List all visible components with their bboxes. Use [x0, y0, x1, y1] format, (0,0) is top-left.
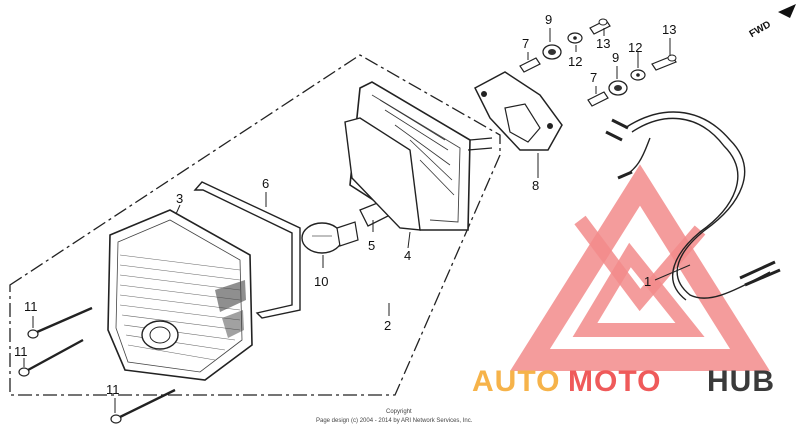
watermark-moto: MOTO: [568, 365, 661, 398]
copyright-line: Page design (c) 2004 - 2014 by ARI Netwo…: [316, 418, 473, 424]
collar-upper: [519, 57, 541, 73]
screw-upper: [27, 306, 93, 339]
watermark-wordmark: AUTO MOTO HUB: [472, 365, 775, 398]
grommet-upper: [542, 44, 562, 60]
screw-middle: [18, 338, 84, 377]
callout-11-lower: 11: [106, 382, 120, 397]
callout-12-lower: 12: [628, 40, 642, 55]
callout-3: 3: [176, 191, 183, 206]
taillight-lens: [107, 209, 253, 381]
watermark-logo: [510, 164, 770, 371]
mounting-bracket: [474, 71, 563, 151]
leader-lines: [23, 28, 691, 413]
grommet-lower: [608, 80, 628, 96]
lens-gasket: [193, 181, 301, 319]
bolt-upper: [589, 18, 611, 35]
assembly-enclosure: [9, 54, 501, 396]
callout-13-upper: 13: [596, 36, 610, 51]
fwd-label: FWD: [748, 19, 773, 40]
washer-upper: [567, 32, 583, 44]
watermark-auto: AUTO: [472, 365, 560, 398]
callout-10: 10: [314, 274, 328, 289]
callout-4: 4: [404, 248, 411, 263]
callout-9-lower: 9: [612, 50, 619, 65]
callout-6: 6: [262, 176, 269, 191]
callout-11-upper: 11: [24, 299, 38, 314]
bulb: [301, 221, 359, 254]
washer-lower: [630, 69, 646, 81]
collar-lower: [587, 91, 609, 107]
screw-lower: [110, 388, 176, 424]
callout-13-lower: 13: [662, 22, 676, 37]
callout-11-middle: 11: [14, 344, 28, 359]
callout-9-upper: 9: [545, 12, 552, 27]
callout-7-upper: 7: [522, 36, 529, 51]
callout-1: 1: [644, 274, 651, 289]
bolt-lower: [651, 54, 677, 71]
forward-direction-indicator: FWD: [748, 4, 796, 40]
callout-7-lower: 7: [590, 70, 597, 85]
callout-2: 2: [384, 318, 391, 333]
watermark-hub: HUB: [707, 365, 775, 398]
callout-8: 8: [532, 178, 539, 193]
callout-12-upper: 12: [568, 54, 582, 69]
callout-5: 5: [368, 238, 375, 253]
wire-harness: [605, 111, 781, 301]
taillight-housing: [344, 81, 493, 231]
copyright-title: Copyright: [386, 409, 412, 415]
